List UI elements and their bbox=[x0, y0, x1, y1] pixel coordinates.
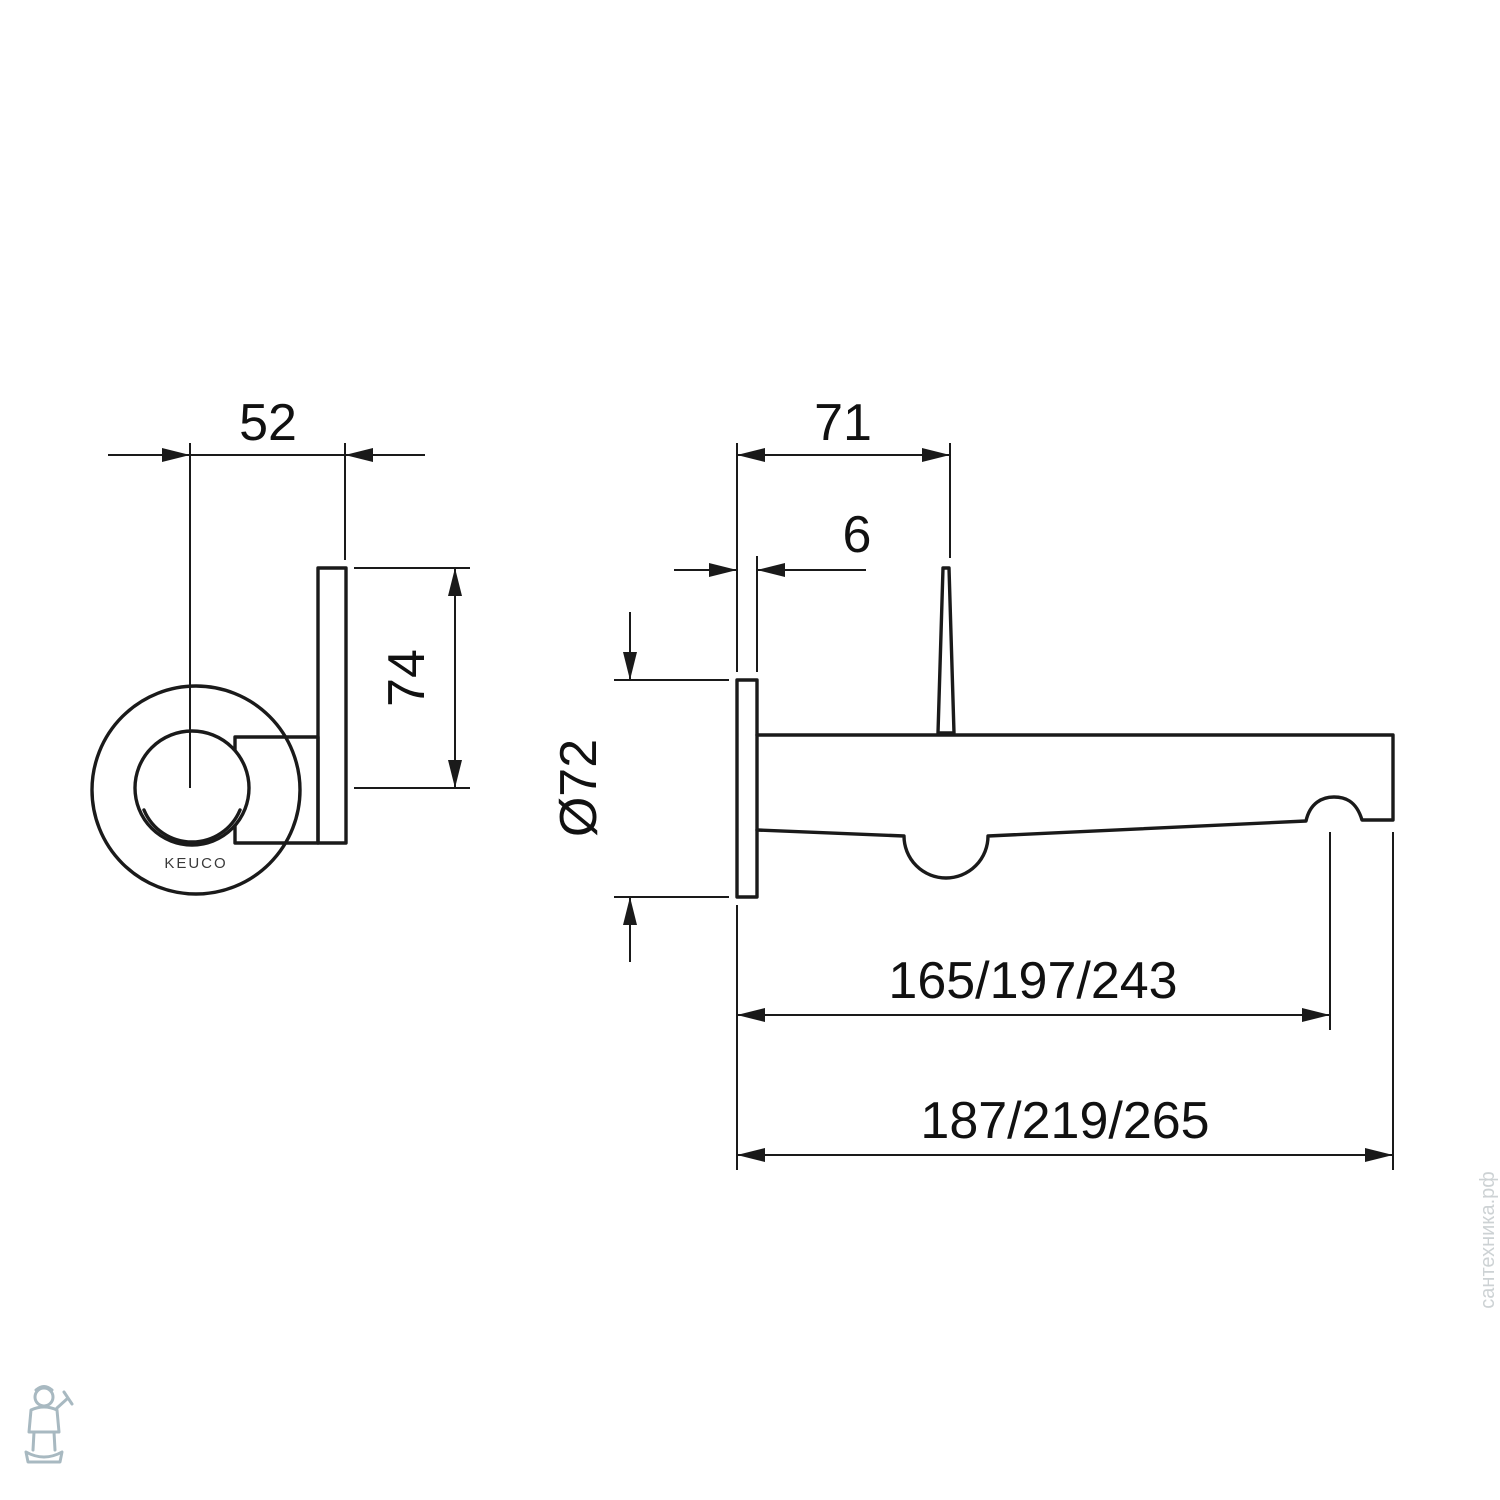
arrowhead bbox=[737, 1008, 765, 1022]
plumber-wrench bbox=[55, 1390, 74, 1410]
plumber-cap bbox=[34, 1385, 54, 1392]
brand-label: KEUCO bbox=[164, 855, 227, 872]
dim-plate-diameter: Ø72 bbox=[550, 612, 729, 962]
arrowhead bbox=[623, 897, 637, 925]
plumber-head bbox=[33, 1386, 55, 1408]
arrowhead bbox=[737, 1148, 765, 1162]
dim-front-height-label: 74 bbox=[378, 649, 436, 707]
handle-knob bbox=[133, 729, 251, 847]
arrowhead bbox=[623, 652, 637, 680]
arrowhead bbox=[448, 568, 462, 596]
dim-total-reach: 187/219/265 bbox=[737, 832, 1394, 1170]
watermark-site-text: сантехника.рф bbox=[1477, 1171, 1499, 1308]
arrowhead bbox=[709, 563, 737, 577]
dim-total-reach-label: 187/219/265 bbox=[920, 1092, 1209, 1150]
plumber-base bbox=[24, 1450, 64, 1464]
plumber-body bbox=[27, 1405, 61, 1434]
handle-lever-side bbox=[936, 566, 956, 735]
side-view bbox=[735, 566, 1395, 899]
arrowhead bbox=[1365, 1148, 1393, 1162]
arrowhead bbox=[345, 448, 373, 462]
rosette-circle bbox=[90, 684, 302, 896]
dim-front-height: 74 bbox=[354, 567, 470, 789]
arrowhead bbox=[757, 563, 785, 577]
dim-plate-diameter-label: Ø72 bbox=[550, 739, 608, 837]
dim-front-width-label: 52 bbox=[239, 394, 297, 452]
dim-lever-offset: 71 bbox=[736, 394, 951, 672]
wall-plate bbox=[735, 678, 759, 899]
front-view: KEUCO bbox=[90, 566, 348, 896]
dim-spout-reach: 165/197/243 bbox=[736, 832, 1331, 1170]
plumber-legs bbox=[31, 1430, 57, 1452]
handle-lever-front bbox=[316, 566, 348, 845]
dim-spout-reach-label: 165/197/243 bbox=[888, 952, 1177, 1010]
watermark-plumber-icon bbox=[24, 1385, 74, 1464]
arrowhead bbox=[737, 448, 765, 462]
knob-shade-arc bbox=[142, 808, 242, 844]
arrowhead bbox=[162, 448, 190, 462]
dim-plate-thickness: 6 bbox=[674, 506, 871, 672]
dim-plate-thickness-label: 6 bbox=[843, 506, 872, 564]
arrowhead bbox=[1302, 1008, 1330, 1022]
dim-front-width: 52 bbox=[108, 394, 425, 788]
dim-lever-offset-label: 71 bbox=[814, 394, 872, 452]
arrowhead bbox=[448, 760, 462, 788]
arrowhead bbox=[922, 448, 950, 462]
spout-body bbox=[755, 733, 1395, 880]
